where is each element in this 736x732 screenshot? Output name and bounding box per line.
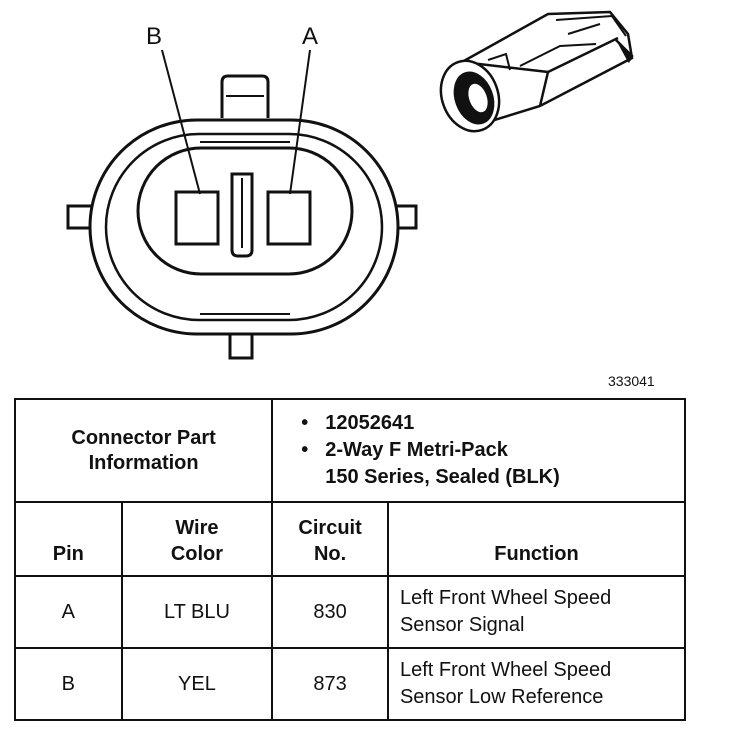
connector-diagram: B A (66, 10, 634, 360)
circuit-cell: 830 (271, 575, 389, 649)
description-line1: 2-Way F Metri-Pack (325, 439, 508, 461)
col-header-pin-text: Pin (52, 543, 84, 565)
description-line2: 150 Series, Sealed (BLK) (325, 466, 560, 488)
function-line2: Sensor Low Reference (399, 686, 604, 708)
pin-b-leader (161, 49, 201, 195)
connector-info-table: Connector Part Information • 12052641 • … (13, 398, 687, 721)
bullet: • (301, 439, 309, 461)
function-line1: Left Front Wheel Speed (399, 587, 612, 609)
col-header-circuit: Circuit No. (271, 501, 389, 577)
col-header-pin: Pin (14, 501, 123, 577)
wire-color-cell: YEL (120, 647, 274, 721)
pin-cell: A (14, 575, 123, 649)
pin-a-label: A (302, 23, 318, 50)
function-cell: Left Front Wheel Speed Sensor Signal (386, 575, 687, 649)
col-header-function-text: Function (494, 543, 579, 565)
wire-color-cell: LT BLU (120, 575, 274, 649)
col-header-wire-color: Wire Color (120, 501, 274, 577)
bullet: • (301, 412, 309, 434)
connector-part-details: • 12052641 • 2-Way F Metri-Pack 150 Seri… (271, 398, 686, 503)
inner-cavity (136, 146, 354, 276)
col-header-function: Function (386, 501, 687, 577)
function-cell: Left Front Wheel Speed Sensor Low Refere… (386, 647, 687, 721)
part-number-item: • 12052641 (301, 410, 674, 437)
pin-cell: B (14, 647, 123, 721)
circuit-cell: 873 (271, 647, 389, 721)
description-item: • 2-Way F Metri-Pack 150 Series, Sealed … (301, 437, 674, 491)
col-header-circuit-text: Circuit (298, 517, 362, 539)
terminal-a (266, 190, 312, 246)
col-header-wire-text: Wire (175, 517, 219, 539)
connector-perspective (439, 10, 634, 133)
function-line2: Sensor Signal (399, 614, 525, 636)
function-line1: Left Front Wheel Speed (399, 659, 612, 681)
connector-part-header: Connector Part Information (13, 398, 274, 503)
connector-part-header-line1: Connector Part (71, 426, 216, 449)
connector-part-header-line2: Information (88, 451, 199, 474)
col-header-color-text: Color (170, 543, 224, 565)
part-number: 12052641 (325, 412, 415, 434)
terminal-b (174, 190, 220, 246)
connector-part-row: Connector Part Information • 12052641 • … (13, 398, 686, 503)
connector-face (66, 74, 418, 360)
column-header-row: Pin Wire Color Circuit No. Function (14, 501, 687, 577)
figure-id: 333041 (608, 373, 655, 389)
col-header-no-text: No. (313, 543, 347, 565)
pin-b-label: B (146, 23, 162, 50)
pin-a-leader (289, 49, 311, 195)
table-row: A LT BLU 830 Left Front Wheel Speed Sens… (14, 575, 687, 649)
table-row: B YEL 873 Left Front Wheel Speed Sensor … (14, 647, 687, 721)
